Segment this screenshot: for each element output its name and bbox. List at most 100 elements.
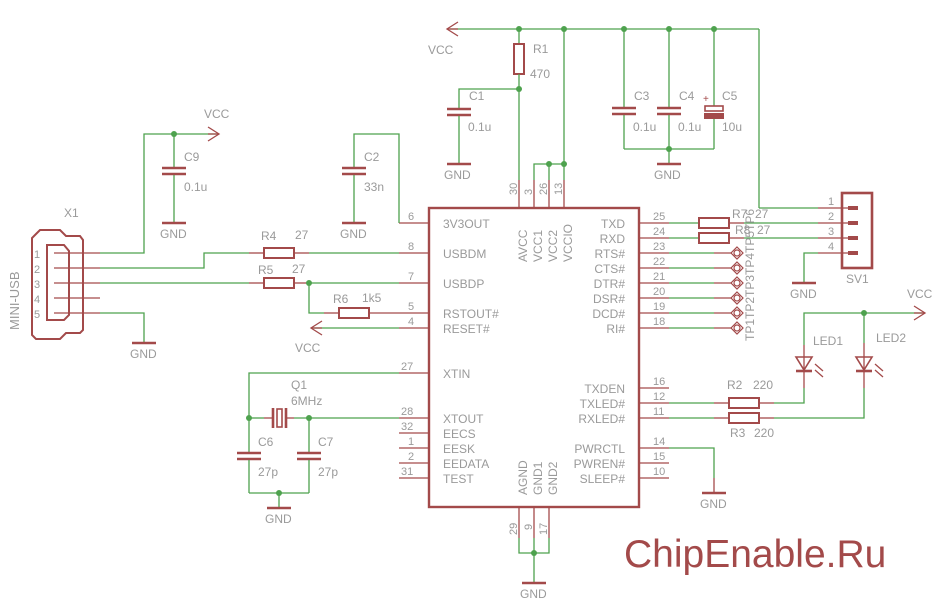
capacitor-c6: C6 27p [237,418,278,493]
svg-text:VCC1: VCC1 [531,230,545,262]
svg-text:23: 23 [653,241,665,253]
svg-text:6MHz: 6MHz [291,394,322,408]
svg-text:13: 13 [553,183,565,195]
svg-text:31: 31 [401,466,413,478]
svg-text:27p: 27p [258,465,278,479]
capacitor-c1: C1 0.1u GND [444,88,519,182]
svg-text:PWREN#: PWREN# [574,457,626,471]
svg-text:220: 220 [753,378,773,392]
svg-text:4: 4 [828,241,834,253]
ic-left-pins: 6 8 7 5 4 27 28 32 1 2 31 3V3OUT USBDM U… [399,211,499,486]
resistor-r2: R2 220 [669,378,805,409]
svg-text:VCC: VCC [907,287,933,301]
testpoints: TP1TP2TP3TP4TP5TP6 [669,209,757,341]
capacitor-c7: C7 27p [297,418,338,493]
svg-text:27p: 27p [318,465,338,479]
usb-gnd: GND [100,312,157,361]
svg-text:3: 3 [34,279,40,291]
svg-text:LED1: LED1 [813,334,843,348]
svg-text:12: 12 [653,391,665,403]
svg-text:SLEEP#: SLEEP# [580,472,626,486]
svg-text:C4: C4 [679,89,695,103]
svg-text:27: 27 [295,228,309,242]
svg-text:4: 4 [34,294,40,306]
svg-text:GND1: GND1 [531,461,545,495]
svg-text:11: 11 [653,406,664,418]
capacitor-c3: C3 0.1u [612,29,656,149]
svg-text:R8: R8 [735,223,751,237]
svg-text:9: 9 [523,524,535,530]
svg-text:X1: X1 [64,206,79,220]
svg-text:LED2: LED2 [876,331,906,345]
svg-text:6: 6 [408,211,414,223]
svg-text:25: 25 [653,211,665,223]
svg-text:GND: GND [654,168,681,182]
watermark: ChipEnable.Ru [624,533,886,576]
svg-text:RXLED#: RXLED# [578,412,625,426]
svg-text:EECS: EECS [443,427,476,441]
svg-text:DCD#: DCD# [592,307,625,321]
resistor-r6: R6 1k5 [308,283,399,319]
svg-text:14: 14 [653,436,665,448]
svg-text:8: 8 [408,241,414,253]
svg-text:GND: GND [520,587,547,601]
svg-text:15: 15 [653,451,665,463]
svg-text:RXD: RXD [600,232,626,246]
led-circuit: VCC LED1 LED2 [794,287,933,388]
svg-text:GND: GND [130,347,157,361]
resistor-r7: R7 27 [669,207,818,229]
svg-text:AGND: AGND [516,460,530,495]
svg-text:C3: C3 [634,89,650,103]
svg-text:EESK: EESK [443,442,475,456]
svg-text:18: 18 [653,316,665,328]
svg-text:CTS#: CTS# [594,262,625,276]
svg-text:2: 2 [828,211,834,223]
svg-text:26: 26 [538,183,550,195]
svg-text:1: 1 [34,249,40,261]
crystal-gnd: GND [249,490,309,526]
svg-text:10: 10 [653,466,665,478]
svg-text:19: 19 [653,301,665,313]
svg-text:USBDM: USBDM [443,247,486,261]
svg-text:C1: C1 [469,89,485,103]
svg-text:27: 27 [401,361,413,373]
svg-text:VCCIO: VCCIO [561,224,575,262]
svg-text:20: 20 [653,286,665,298]
svg-text:R6: R6 [333,292,349,306]
header-sv1: 1 2 3 4 SV1 GND [790,191,874,301]
svg-text:32: 32 [401,421,413,433]
svg-text:7: 7 [408,271,414,283]
svg-text:GND: GND [340,227,367,241]
svg-text:C9: C9 [184,150,200,164]
svg-text:5: 5 [34,309,40,321]
capacitor-c2: C2 33n GND [340,133,400,241]
vcc-label-top: VCC [428,43,454,57]
svg-text:TXDEN: TXDEN [584,382,625,396]
ic-ground-pins: 29 9 17 GND [508,507,550,601]
svg-text:C6: C6 [258,435,274,449]
ic-power-pins: 30 3 26 13 [508,29,567,208]
svg-text:29: 29 [508,523,520,535]
svg-text:SV1: SV1 [846,272,869,286]
svg-text:24: 24 [653,226,665,238]
svg-text:GND: GND [790,287,817,301]
svg-text:2: 2 [34,264,40,276]
svg-text:RI#: RI# [606,322,625,336]
resistor-r3: R3 220 [669,388,865,440]
svg-text:GND: GND [700,497,727,511]
svg-text:21: 21 [653,271,665,283]
svg-text:22: 22 [653,256,665,268]
svg-text:TP1TP2TP3TP4TP5TP6: TP1TP2TP3TP4TP5TP6 [743,209,757,341]
svg-text:17: 17 [538,523,550,535]
svg-text:RTS#: RTS# [595,247,626,261]
svg-text:R3: R3 [730,426,746,440]
svg-text:16: 16 [653,376,665,388]
svg-text:TXLED#: TXLED# [580,397,626,411]
svg-text:27: 27 [757,223,771,237]
svg-text:EEDATA: EEDATA [443,457,489,471]
svg-text:MINI-USB: MINI-USB [7,272,22,331]
svg-text:3V3OUT: 3V3OUT [443,217,490,231]
svg-text:GND: GND [160,227,187,241]
svg-text:27: 27 [755,207,769,221]
svg-text:3: 3 [523,189,535,195]
